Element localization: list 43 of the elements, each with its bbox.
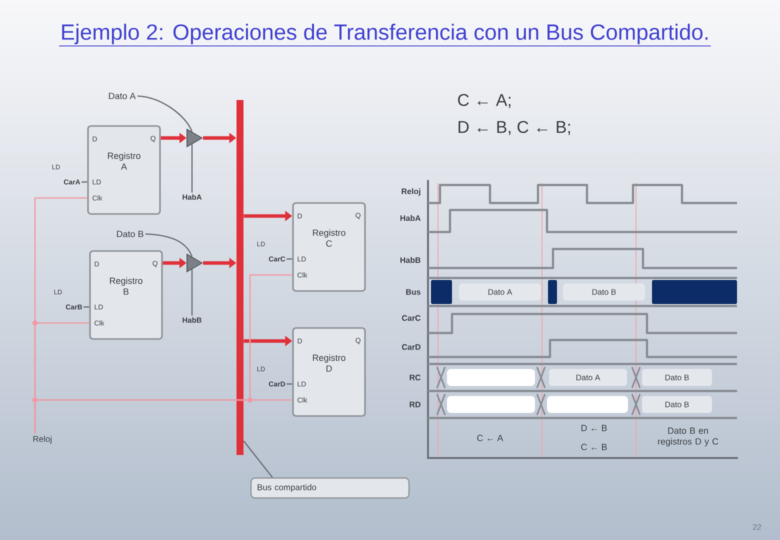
- page-number: 22: [752, 524, 762, 530]
- control-line: [286, 258, 292, 260]
- transfer-note: Dato B en registros D y C: [658, 428, 718, 446]
- signal-name: HabA: [400, 215, 421, 221]
- control-line: [286, 383, 292, 385]
- register-box: [87, 125, 161, 215]
- callout-box: Bus compartido: [250, 477, 410, 499]
- transfer-statement: D ← B, C ← B;: [458, 120, 570, 136]
- transfer-note: C ← B: [581, 444, 607, 450]
- wire-label: Dato A: [108, 92, 136, 100]
- signal-name: Reloj: [402, 188, 420, 196]
- slide-title: Ejemplo 2: Operaciones de Transferencia con un Bus Compartido.: [58, 24, 712, 46]
- control-line: [191, 269, 193, 316]
- leader-line: [145, 233, 193, 257]
- data-value: Dato B: [563, 284, 645, 300]
- wire-label: Dato B: [116, 230, 144, 238]
- leader-line: [243, 440, 273, 478]
- register-name: Registro B: [110, 277, 142, 295]
- register-name: Registro A: [108, 152, 140, 170]
- signal-name: HabB: [400, 257, 420, 263]
- data-value: Dato B: [642, 396, 712, 413]
- transfer-note: C ← A: [477, 434, 504, 442]
- register-name: Registro C: [312, 229, 346, 247]
- register-box: [89, 250, 163, 340]
- control-line: [82, 181, 88, 183]
- signal-name: CarD: [402, 344, 420, 350]
- signal-name: Bus: [406, 289, 420, 295]
- register-name: Registro D: [312, 354, 346, 372]
- data-value: Dato A: [459, 284, 541, 300]
- signal-name: RC: [410, 374, 421, 380]
- data-value: Dato B: [642, 369, 712, 386]
- control-line: [84, 306, 90, 308]
- signal-name: CarC: [402, 315, 421, 321]
- signal-name: RD: [410, 402, 420, 408]
- data-value: Dato A: [549, 369, 627, 386]
- clock-label: Reloj: [33, 436, 52, 444]
- control-line: [191, 144, 193, 193]
- clock-line: [34, 399, 292, 434]
- register-box: [292, 327, 366, 417]
- transfer-note: D ← B: [581, 424, 607, 432]
- transfer-statement: C ← A;: [458, 94, 510, 108]
- register-box: [292, 202, 366, 292]
- leader-line: [137, 95, 193, 132]
